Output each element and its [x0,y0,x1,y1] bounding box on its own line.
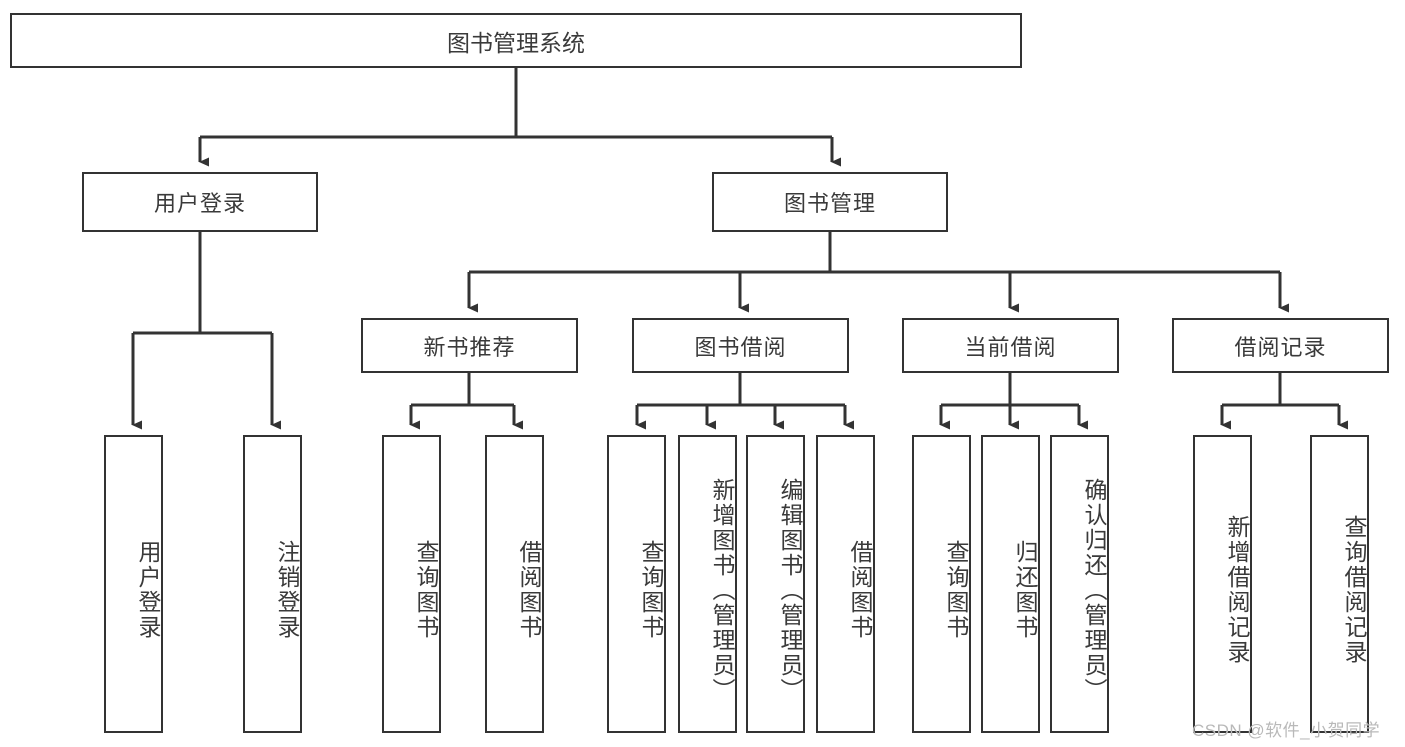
node-label: 查询图书 [638,540,664,640]
node-label: 图书管理系统 [447,29,585,56]
node-label: 查询图书 [413,540,439,640]
node-user-login[interactable]: 用户登录 [82,172,318,232]
node-root-book-management-system[interactable]: 图书管理系统 [10,13,1022,68]
leaf-user-login[interactable]: 用户登录 [104,435,163,733]
node-label: 用户登录 [135,540,161,640]
node-label: 查询借阅记录 [1341,515,1367,665]
node-label: 用户登录 [153,191,246,216]
node-book-management[interactable]: 图书管理 [712,172,948,232]
node-borrow-records[interactable]: 借阅记录 [1172,318,1389,373]
node-book-borrow[interactable]: 图书借阅 [632,318,849,373]
node-label: 编辑图书（管理员） [777,477,803,703]
node-label: 当前借阅 [964,334,1057,360]
node-label: 借阅记录 [1234,334,1327,360]
node-label: 注销登录 [274,540,300,640]
node-label: 借阅图书 [847,540,873,640]
node-label: 新书推荐 [423,334,516,360]
leaf-borrow-book-recommend[interactable]: 借阅图书 [485,435,544,733]
node-label: 图书借阅 [694,334,787,360]
leaf-confirm-return-admin[interactable]: 确认归还（管理员） [1050,435,1109,733]
node-label: 查询图书 [943,540,969,640]
node-current-borrow[interactable]: 当前借阅 [902,318,1119,373]
node-label: 借阅图书 [516,540,542,640]
leaf-edit-book-admin[interactable]: 编辑图书（管理员） [746,435,805,733]
leaf-return-book[interactable]: 归还图书 [981,435,1040,733]
node-label: 图书管理 [783,191,876,216]
leaf-query-borrow-record[interactable]: 查询借阅记录 [1310,435,1369,733]
leaf-query-book-recommend[interactable]: 查询图书 [382,435,441,733]
node-label: 新增借阅记录 [1224,515,1250,665]
node-new-book-recommend[interactable]: 新书推荐 [361,318,578,373]
leaf-add-borrow-record[interactable]: 新增借阅记录 [1193,435,1252,733]
leaf-add-book-admin[interactable]: 新增图书（管理员） [678,435,737,733]
leaf-borrow-book[interactable]: 借阅图书 [816,435,875,733]
node-label: 新增图书（管理员） [709,477,735,703]
leaf-query-book-borrow[interactable]: 查询图书 [607,435,666,733]
node-label: 确认归还（管理员） [1081,477,1107,703]
node-label: 归还图书 [1012,540,1038,640]
leaf-query-book-current[interactable]: 查询图书 [912,435,971,733]
leaf-logout[interactable]: 注销登录 [243,435,302,733]
watermark: CSDN @软件_小贺同学 [1192,721,1381,740]
